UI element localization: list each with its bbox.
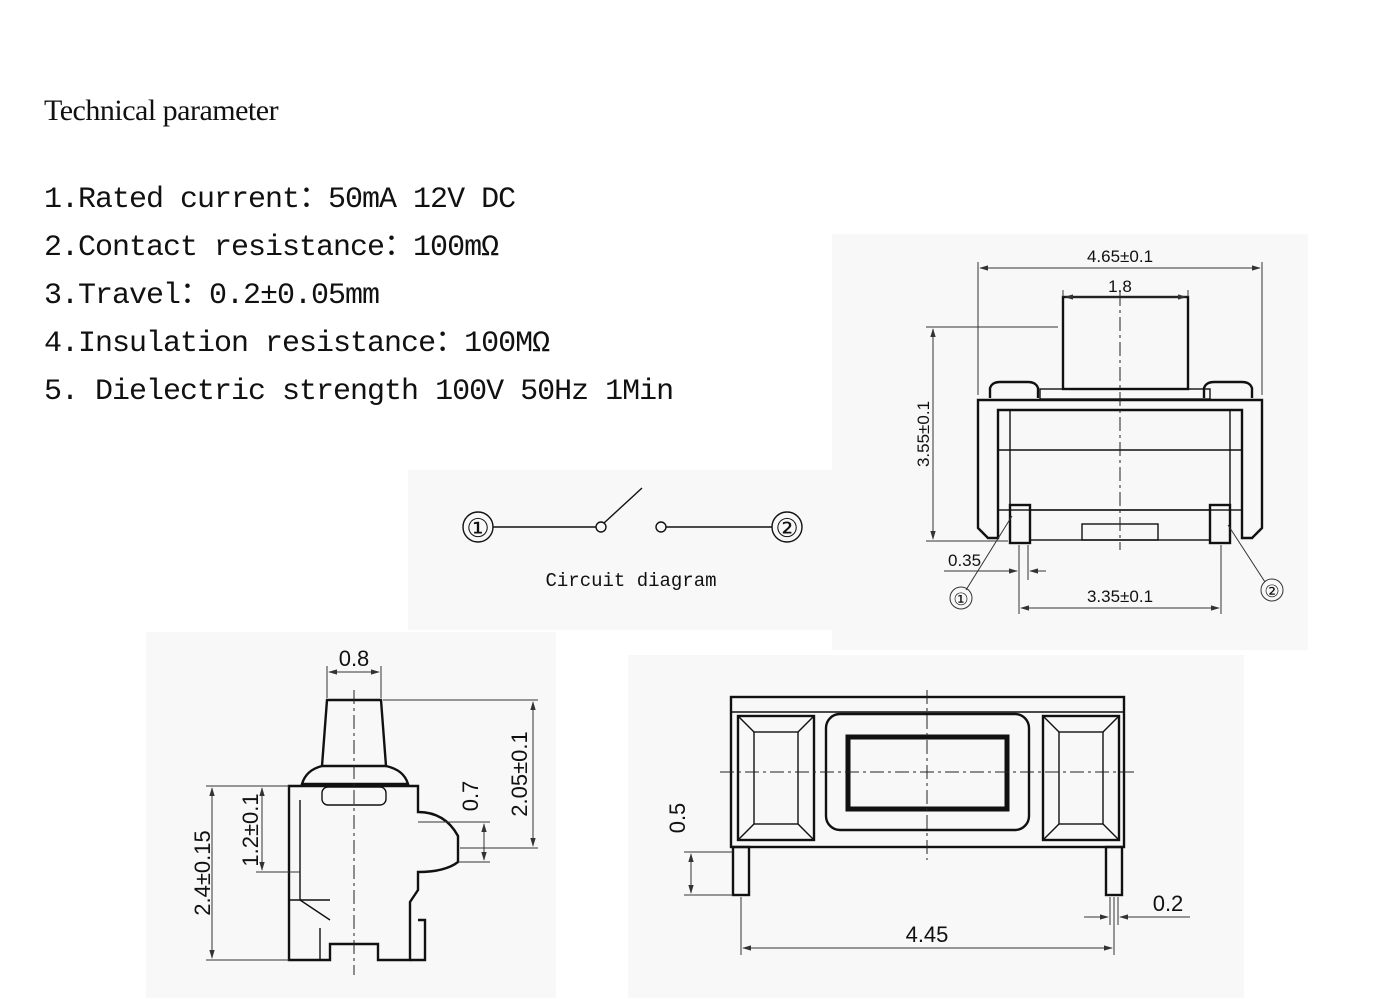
top-view: 0.5 4.45 0.2	[665, 690, 1190, 955]
top-span-dim: 4.45	[906, 922, 949, 947]
side-lead	[410, 918, 427, 962]
side-body	[287, 784, 460, 962]
front-cap-plate	[1039, 388, 1211, 400]
top-pad-left-bevel-a	[737, 715, 755, 733]
front-width-dim: 4.65±0.1	[1087, 247, 1153, 266]
front-pin-right	[1208, 503, 1232, 545]
top-lead-right	[1104, 845, 1124, 897]
top-pad-left-bevel-b	[797, 715, 815, 733]
top-pad-left-inner	[753, 731, 799, 825]
switch-blade	[603, 487, 643, 524]
top-standoff-dim: 0.5	[665, 803, 690, 834]
front-pin-dim: 0.35	[948, 551, 981, 570]
side-notch-dim: 0.7	[458, 781, 483, 812]
top-lead-dim: 0.2	[1153, 891, 1184, 916]
param-travel: 3.Travel：0.2±0.05mm	[44, 279, 380, 313]
top-pad-left-bevel-d	[797, 823, 815, 841]
page-title: Technical parameter	[44, 94, 279, 127]
top-pad-left	[736, 714, 816, 842]
top-pad-left-bevel-c	[737, 823, 755, 841]
top-pad-right-inner	[1058, 731, 1104, 825]
front-pin2-leader	[1227, 524, 1266, 583]
terminal-2-circle	[771, 511, 803, 543]
circuit-panel	[408, 470, 848, 630]
terminal-1-label: ①	[466, 513, 489, 543]
top-pad-right-bevel-c	[1042, 823, 1060, 841]
front-pin2-label: ②	[1264, 582, 1279, 601]
contact-left	[595, 521, 607, 533]
front-height-dim: 3.55±0.1	[914, 401, 933, 467]
side-flange	[300, 764, 410, 786]
param-rated-current: 1.Rated current：50mA 12V DC	[44, 183, 516, 217]
contact-right	[655, 521, 667, 533]
front-view: 4.65±0.1 1.8 3.55±0.1 0.35 3.35±0.1 ① ②	[914, 247, 1284, 614]
terminal-2-label: ②	[775, 513, 798, 543]
front-pin1-label: ①	[953, 590, 968, 609]
param-dielectric-strength: 5. Dielectric strength 100V 50Hz 1Min	[44, 375, 674, 409]
front-pin1-leader	[965, 515, 1013, 591]
front-tab-left	[988, 380, 1040, 398]
front-actuator-dim: 1.8	[1108, 277, 1132, 296]
side-body-inner	[299, 800, 331, 921]
parameter-list: 1.Rated current：50mA 12V DC 2.Contact re…	[44, 176, 674, 416]
top-pad-right-bevel-d	[1102, 823, 1120, 841]
side-total-dim: 2.4±0.15	[190, 830, 215, 915]
front-view-panel	[832, 234, 1308, 650]
front-actuator	[1061, 295, 1190, 391]
front-tab-right	[1202, 380, 1254, 398]
front-pitch-dim: 3.35±0.1	[1087, 587, 1153, 606]
top-pad-right	[1041, 714, 1121, 842]
circuit-caption: Circuit diagram	[545, 570, 716, 592]
param-insulation-resistance: 4.Insulation resistance：100MΩ	[44, 327, 550, 361]
side-actuator-dim: 0.8	[339, 646, 370, 671]
top-lead-left	[731, 845, 751, 897]
front-pin2-circle	[1260, 578, 1284, 602]
side-view: 0.8 2.4±0.15 1.2±0.1 0.7 2.05±0.1	[190, 646, 538, 975]
front-pin-left	[1008, 503, 1032, 545]
side-height-dim: 2.05±0.1	[507, 731, 532, 816]
side-body-dim: 1.2±0.1	[238, 793, 263, 866]
top-pad-right-bevel-b	[1102, 715, 1120, 733]
param-contact-resistance: 2.Contact resistance：100mΩ	[44, 231, 499, 265]
circuit-diagram: ① ② Circuit diagram	[462, 487, 803, 592]
front-pin1-circle	[949, 586, 973, 610]
top-pad-right-bevel-a	[1042, 715, 1060, 733]
